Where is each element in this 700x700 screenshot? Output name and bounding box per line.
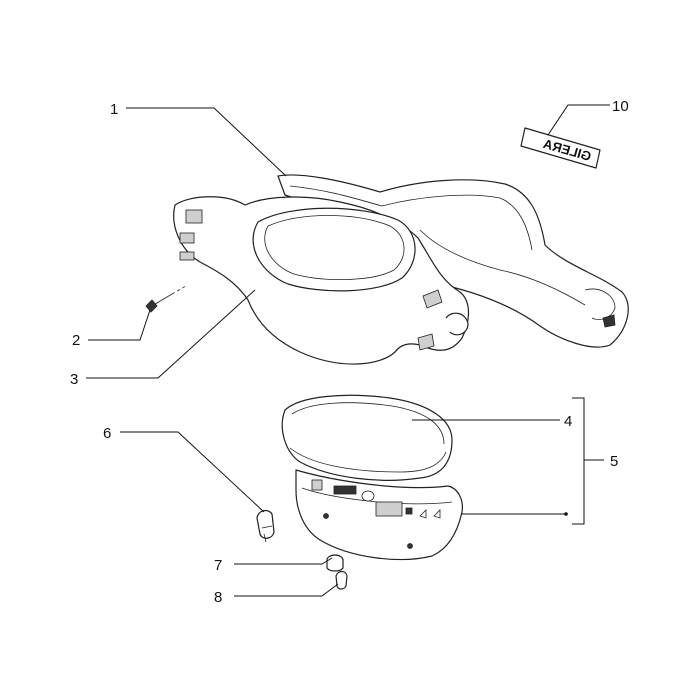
callout-6: 6 [103, 425, 111, 442]
leader-lines [86, 104, 610, 597]
bulb [256, 509, 275, 543]
callout-8: 8 [214, 589, 222, 606]
switch-opening [179, 232, 195, 244]
callout-7: 7 [214, 557, 222, 574]
callout-3: 3 [70, 371, 78, 388]
switch-opening [422, 289, 443, 309]
indicator-window [311, 479, 323, 491]
front-handlebar-cover [173, 196, 470, 365]
lcd-window [375, 501, 403, 517]
callout-1: 1 [110, 101, 118, 118]
indicator-window [333, 485, 357, 495]
callout-2: 2 [72, 332, 80, 349]
switch-opening [179, 251, 195, 261]
callout-10: 10 [612, 98, 629, 115]
small-bulb [335, 570, 348, 590]
gilera-decal: GILERA [520, 127, 601, 169]
instrument-lens [281, 394, 453, 481]
bulb-holder [326, 554, 344, 572]
switch-opening [417, 333, 435, 351]
callout-5: 5 [610, 453, 618, 470]
instrument-cluster [295, 469, 463, 561]
screw [145, 285, 187, 313]
switch-opening [185, 209, 203, 224]
callout-4: 4 [564, 413, 572, 430]
